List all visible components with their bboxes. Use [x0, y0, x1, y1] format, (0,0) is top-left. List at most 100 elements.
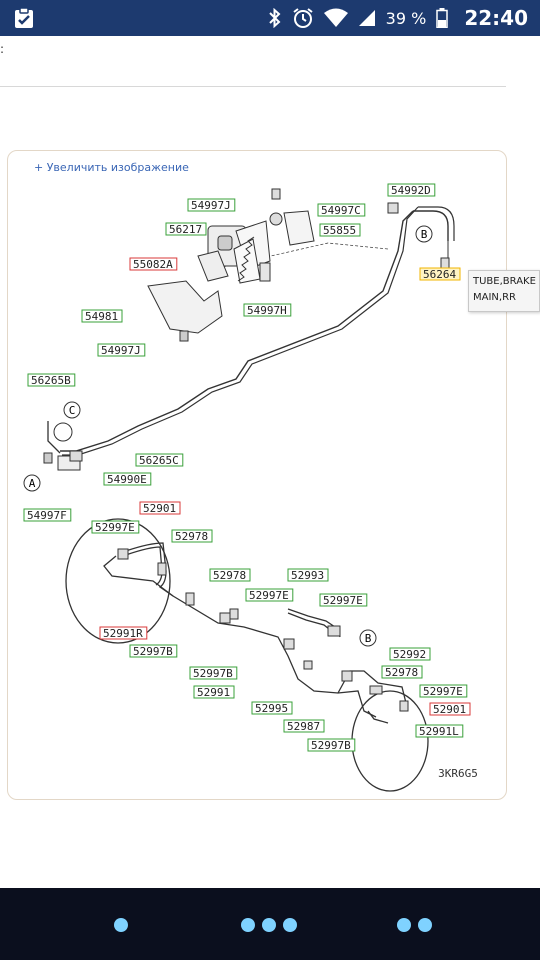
part-number-text: 52997E — [95, 521, 135, 534]
part-label-52997e[interactable]: 52997E — [419, 684, 468, 698]
part-label-box — [91, 520, 140, 534]
part-number-text: 55855 — [323, 224, 356, 237]
diagram-code: 3KR6G5 — [438, 767, 478, 780]
part-label-box — [27, 373, 76, 387]
part-label-52978[interactable]: 52978 — [171, 529, 213, 543]
part-number-text: 52997B — [133, 645, 173, 658]
part-label-52991[interactable]: 52991 — [193, 685, 235, 699]
part-label-54997h[interactable]: 54997H — [243, 303, 292, 317]
part-label-box — [243, 303, 292, 317]
battery-percent: 39 % — [385, 8, 427, 28]
part-label-box — [419, 684, 468, 698]
bluetooth-icon — [268, 8, 282, 28]
part-label-52993[interactable]: 52993 — [287, 568, 329, 582]
part-number-text: 52995 — [255, 702, 288, 715]
part-label-56217[interactable]: 56217 — [165, 222, 207, 236]
part-label-box — [139, 501, 181, 515]
part-label-56265b[interactable]: 56265B — [27, 373, 76, 387]
nav-home-dot-2[interactable] — [262, 918, 276, 932]
part-label-box — [387, 183, 436, 197]
part-label-box — [389, 647, 431, 661]
part-label-52978[interactable]: 52978 — [209, 568, 251, 582]
part-label-52978[interactable]: 52978 — [381, 665, 423, 679]
part-label-box — [307, 738, 356, 752]
part-number-text: 52997B — [193, 667, 233, 680]
part-number-text: 52997E — [423, 685, 463, 698]
part-label-box — [317, 203, 366, 217]
part-label-54997f[interactable]: 54997F — [23, 508, 72, 522]
part-label-box — [171, 529, 213, 543]
clock: 22:40 — [464, 6, 528, 30]
part-label-56265c[interactable]: 56265C — [135, 453, 184, 467]
navigation-bar — [0, 888, 540, 960]
part-label-box — [419, 267, 461, 281]
alarm-icon — [292, 7, 314, 29]
part-label-54992d[interactable]: 54992D — [387, 183, 436, 197]
nav-home-dot-3[interactable] — [283, 918, 297, 932]
part-label-52997b[interactable]: 52997B — [189, 666, 238, 680]
part-tooltip: TUBE,BRAKE MAIN,RR — [468, 270, 540, 312]
part-label-box — [129, 257, 178, 271]
part-label-box — [103, 472, 152, 486]
part-number-text: 52978 — [385, 666, 418, 679]
nav-recents-dot-2[interactable] — [418, 918, 432, 932]
part-number-text: 52991 — [197, 686, 230, 699]
callout-b-upper: B — [421, 228, 428, 241]
part-number-text: 52901 — [433, 703, 466, 716]
nav-home-dot-1[interactable] — [241, 918, 255, 932]
part-label-52997e[interactable]: 52997E — [319, 593, 368, 607]
callout-c: C — [69, 404, 76, 417]
part-number-text: 56264 — [423, 268, 456, 281]
part-number-text: 54997C — [321, 204, 361, 217]
part-label-55082a[interactable]: 55082A — [129, 257, 178, 271]
nav-back-button[interactable] — [114, 918, 128, 932]
part-label-54997c[interactable]: 54997C — [317, 203, 366, 217]
part-label-box — [245, 588, 294, 602]
part-label-56264[interactable]: 56264 — [419, 267, 461, 281]
part-label-box — [81, 309, 123, 323]
part-label-52991l[interactable]: 52991L — [415, 724, 464, 738]
part-labels: 54997J 54997C 54992D 56217 55855 55082A 56264 5… — [23, 183, 471, 752]
part-label-52901[interactable]: 52901 — [139, 501, 181, 515]
part-number-text: 52978 — [175, 530, 208, 543]
part-number-text: 52991R — [103, 627, 143, 640]
tooltip-line-1: TUBE,BRAKE — [473, 276, 536, 287]
part-number-text: 54981 — [85, 310, 118, 323]
part-number-text: 52993 — [291, 569, 324, 582]
part-number-text: 52992 — [393, 648, 426, 661]
part-label-52901[interactable]: 52901 — [429, 702, 471, 716]
part-label-54990e[interactable]: 54990E — [103, 472, 152, 486]
part-number-text: 52997E — [323, 594, 363, 607]
part-label-52997e[interactable]: 52997E — [91, 520, 140, 534]
part-label-52997b[interactable]: 52997B — [129, 644, 178, 658]
part-label-52997b[interactable]: 52997B — [307, 738, 356, 752]
part-number-text: 56217 — [169, 223, 202, 236]
part-label-box — [283, 719, 325, 733]
part-label-52987[interactable]: 52987 — [283, 719, 325, 733]
callout-a: A — [29, 477, 36, 490]
part-label-52995[interactable]: 52995 — [251, 701, 293, 715]
nav-recents-dot-1[interactable] — [397, 918, 411, 932]
part-label-52992[interactable]: 52992 — [389, 647, 431, 661]
part-label-box — [381, 665, 423, 679]
part-number-text: 54990E — [107, 473, 147, 486]
status-bar: 39 % 22:40 — [0, 0, 540, 36]
part-label-box — [429, 702, 471, 716]
part-label-box — [415, 724, 464, 738]
part-label-52997e[interactable]: 52997E — [245, 588, 294, 602]
part-number-text: 52987 — [287, 720, 320, 733]
part-label-52991r[interactable]: 52991R — [99, 626, 148, 640]
part-number-text: 52901 — [143, 502, 176, 515]
divider — [0, 86, 506, 87]
part-label-54981[interactable]: 54981 — [81, 309, 123, 323]
part-number-text: 52997E — [249, 589, 289, 602]
leading-text: : — [0, 42, 5, 56]
part-label-55855[interactable]: 55855 — [319, 223, 361, 237]
part-number-text: 52978 — [213, 569, 246, 582]
part-number-text: 56265B — [31, 374, 71, 387]
part-label-54997j[interactable]: 54997J — [187, 198, 236, 212]
zoom-image-link[interactable]: + Увеличить изображение — [34, 161, 189, 174]
part-label-54997j[interactable]: 54997J — [97, 343, 146, 357]
part-label-box — [23, 508, 72, 522]
part-number-text: 55082A — [133, 258, 173, 271]
